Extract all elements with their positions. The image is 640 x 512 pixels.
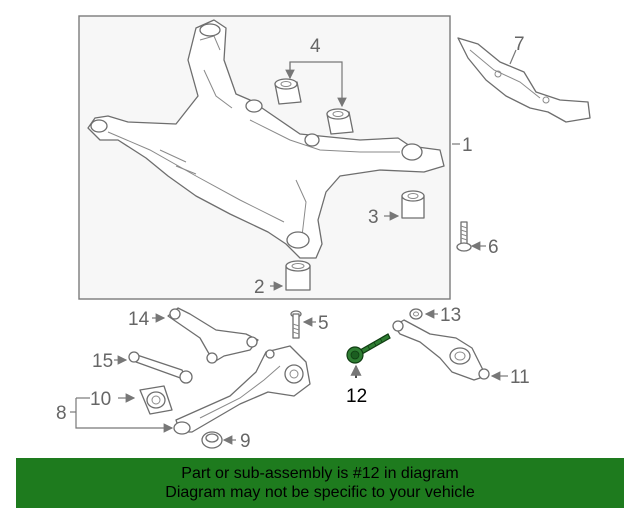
bolt-5[interactable]	[290, 310, 302, 339]
callout-5: 5	[318, 313, 329, 334]
callout-3: 3	[368, 207, 379, 228]
control-arm-14[interactable]	[167, 307, 259, 364]
callout-1: 1	[462, 135, 473, 156]
bracket-7[interactable]	[457, 37, 591, 123]
callout-13: 13	[440, 305, 461, 326]
bushing-2[interactable]	[285, 260, 311, 291]
callout-2: 2	[254, 277, 265, 298]
callout-4: 4	[310, 36, 321, 57]
callout-9: 9	[240, 431, 251, 452]
banner-line-1: Part or sub-assembly is #12 in diagram	[181, 465, 459, 482]
banner-line-2: Diagram may not be specific to your vehi…	[165, 484, 475, 501]
callout-15: 15	[92, 351, 113, 372]
bolt-6[interactable]	[456, 221, 472, 252]
trailing-arm-assembly-8[interactable]	[173, 345, 311, 435]
callout-6: 6	[488, 237, 499, 258]
parts-diagram: 1 4 3 2 7 6	[56, 15, 591, 452]
callout-14: 14	[128, 309, 150, 330]
callout-11: 11	[510, 367, 530, 388]
bolt-12-highlighted[interactable]	[346, 333, 391, 364]
callout-8: 8	[56, 403, 67, 424]
info-banner: Part or sub-assembly is #12 in diagram D…	[16, 458, 624, 508]
callout-12: 12	[346, 386, 367, 407]
washer-13[interactable]	[409, 308, 423, 320]
link-15[interactable]	[128, 351, 193, 384]
callout-7: 7	[514, 34, 525, 55]
bushing-10[interactable]	[139, 385, 173, 415]
ring-9[interactable]	[201, 431, 223, 449]
bushing-3[interactable]	[401, 190, 425, 219]
subframe[interactable]	[87, 19, 445, 259]
lower-arm-11[interactable]	[392, 319, 490, 381]
callout-10: 10	[90, 389, 111, 410]
bushing-4[interactable]	[274, 78, 354, 135]
